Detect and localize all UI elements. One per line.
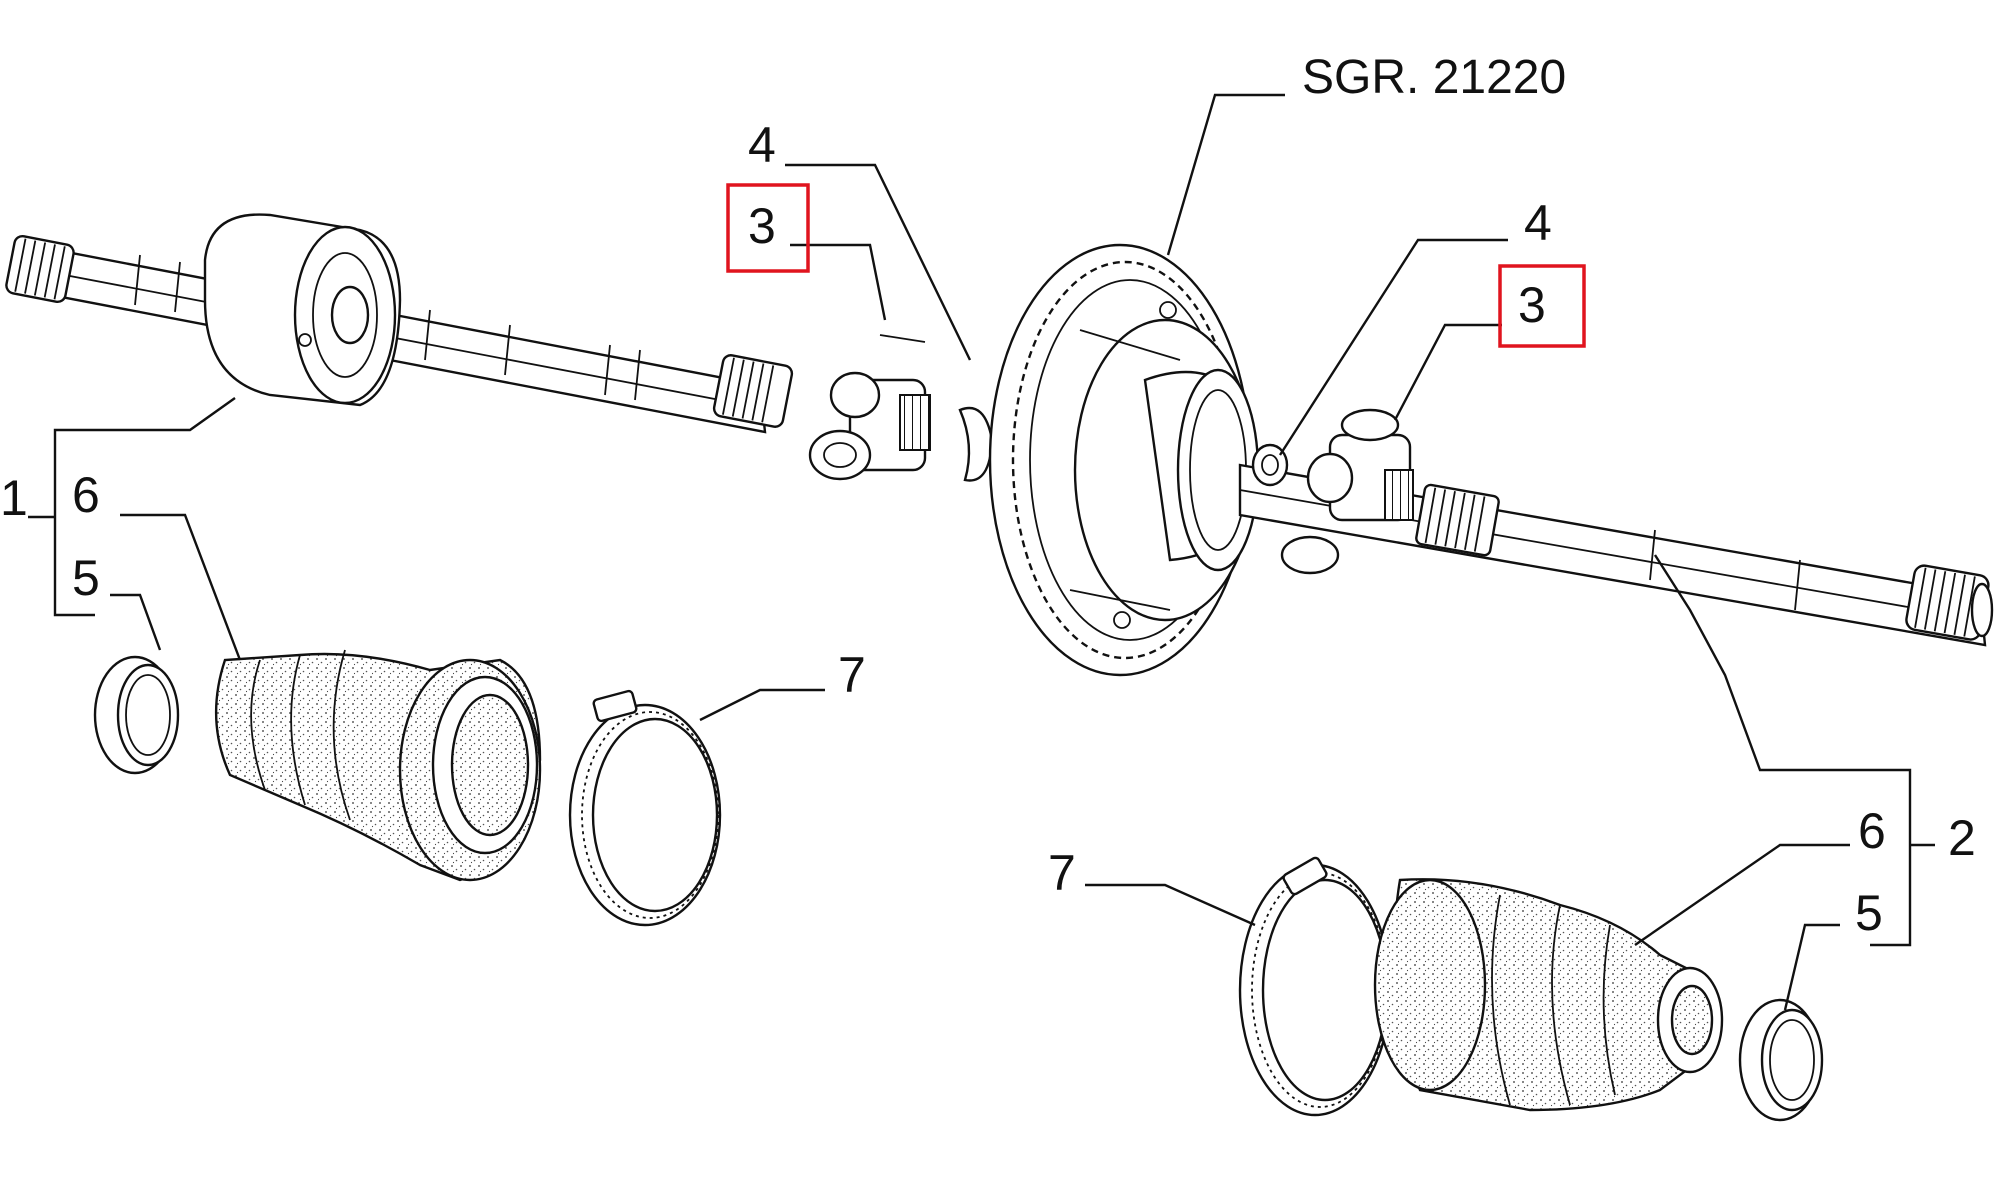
callout-1: 1 [0,470,28,526]
cv-joint-housing-left [203,213,402,407]
callout-2: 2 [1948,810,1976,866]
callout-labels: SGR. 21220 4 3 4 3 1 6 5 7 2 6 5 7 [0,51,1976,941]
callout-7-left: 7 [838,647,866,703]
leader-lines [28,93,1935,1011]
callout-7-right: 7 [1048,845,1076,901]
highlight-box-3-right [1498,264,1586,348]
group-reference-label: SGR. 21220 [1302,51,1566,104]
left-small-clamp [93,655,180,775]
differential-crown-gear [988,243,1260,677]
callout-6-right: 6 [1858,803,1886,859]
right-small-clamp [1738,998,1824,1122]
callout-6-left: 6 [72,467,100,523]
callout-4-right: 4 [1524,195,1552,251]
right-cv-boot [1373,878,1724,1112]
left-axle-shaft [5,234,794,434]
left-cv-boot [214,649,542,882]
right-large-clamp [1238,856,1392,1117]
callout-4-left: 4 [748,117,776,173]
highlight-box-3-left [726,183,810,273]
callout-3-left: 3 [748,198,776,254]
right-axle-shaft [1238,408,1994,647]
left-large-clamp [568,689,722,927]
callout-5-right: 5 [1855,885,1883,941]
tripod-joint-left [808,334,994,482]
callout-5-left: 5 [72,550,100,606]
callout-3-right: 3 [1518,277,1546,333]
